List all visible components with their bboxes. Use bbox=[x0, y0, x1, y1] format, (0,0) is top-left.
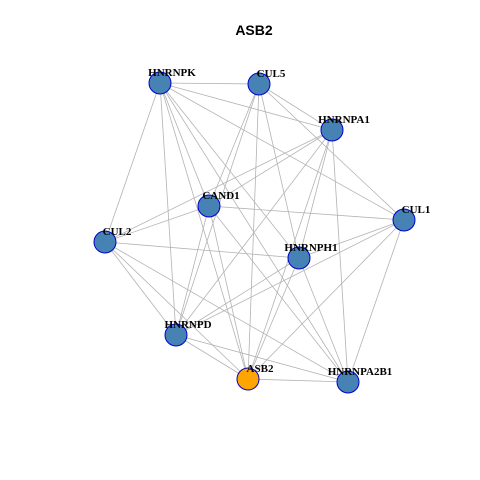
node-label-hnrnph1: HNRNPH1 bbox=[284, 242, 337, 254]
edge-cul2-hnrnpa2b1 bbox=[104, 241, 349, 383]
node-cul1[interactable] bbox=[392, 208, 416, 232]
edge-cul5-asb2 bbox=[247, 83, 260, 380]
edge-hnrnpd-asb2 bbox=[175, 334, 249, 380]
edge-hnrnpa1-hnrnpa2b1 bbox=[331, 129, 349, 383]
edge-asb2-hnrnpa2b1 bbox=[247, 378, 349, 383]
edge-hnrnpd-hnrnpa2b1 bbox=[175, 334, 349, 383]
edge-hnrnpk-cul1 bbox=[159, 82, 405, 221]
edge-hnrnpk-hnrnph1 bbox=[159, 82, 300, 259]
node-hnrnpk[interactable] bbox=[148, 71, 172, 95]
node-cul5[interactable] bbox=[247, 72, 271, 96]
graph-title: ASB2 bbox=[235, 22, 273, 38]
edge-cul5-hnrnpa1 bbox=[258, 83, 333, 131]
edge-cand1-hnrnpa2b1 bbox=[208, 205, 349, 383]
edge-cul2-hnrnpd bbox=[104, 241, 177, 336]
edge-cul1-hnrnph1 bbox=[298, 219, 405, 259]
label-layer: HNRNPK CUL5HNRNPA1CAND1CUL1CUL2HNRNPH1HNR… bbox=[103, 67, 431, 378]
edge-cand1-hnrnpd bbox=[175, 205, 210, 336]
node-label-cul5: CUL5 bbox=[257, 68, 286, 80]
edge-hnrnpk-hnrnpa1 bbox=[159, 82, 333, 131]
node-hnrnpa2b1[interactable] bbox=[336, 370, 360, 394]
edge-hnrnpa1-hnrnph1 bbox=[298, 129, 333, 259]
edge-hnrnpk-cand1 bbox=[159, 82, 210, 207]
edge-cul5-cul1 bbox=[258, 83, 405, 221]
edge-hnrnpa1-cand1 bbox=[208, 129, 333, 207]
edge-cul5-cand1 bbox=[208, 83, 260, 207]
edge-hnrnpk-cul5 bbox=[159, 82, 260, 85]
edge-hnrnpk-hnrnpd bbox=[159, 82, 177, 336]
edge-hnrnph1-hnrnpd bbox=[175, 257, 300, 336]
edge-cul1-hnrnpa2b1 bbox=[347, 219, 405, 383]
node-cand1[interactable] bbox=[197, 194, 221, 218]
edge-hnrnph1-hnrnpa2b1 bbox=[298, 257, 349, 383]
node-label-cul2: CUL2 bbox=[103, 226, 132, 238]
node-label-asb2: ASB2 bbox=[247, 363, 274, 375]
edge-cand1-cul1 bbox=[208, 205, 405, 221]
node-asb2[interactable] bbox=[236, 367, 260, 391]
node-label-cul1: CUL1 bbox=[402, 204, 431, 216]
edge-cul1-hnrnpd bbox=[175, 219, 405, 336]
edge-cul5-hnrnph1 bbox=[258, 83, 300, 259]
node-hnrnpa1[interactable] bbox=[320, 118, 344, 142]
edge-cul2-hnrnph1 bbox=[104, 241, 300, 259]
edge-hnrnph1-asb2 bbox=[247, 257, 300, 380]
node-layer bbox=[93, 71, 416, 394]
node-label-hnrnpa1: HNRNPA1 bbox=[318, 114, 370, 126]
edge-cand1-cul2 bbox=[104, 205, 210, 243]
node-label-hnrnpk: HNRNPK bbox=[148, 67, 196, 79]
node-hnrnpd[interactable] bbox=[164, 323, 188, 347]
edge-cand1-asb2 bbox=[208, 205, 249, 380]
edge-layer bbox=[104, 82, 405, 383]
node-label-hnrnpd: HNRNPD bbox=[164, 319, 211, 331]
edge-hnrnpk-asb2 bbox=[159, 82, 249, 380]
edge-cul1-asb2 bbox=[247, 219, 405, 380]
node-label-cand1: CAND1 bbox=[202, 190, 239, 202]
node-cul2[interactable] bbox=[93, 230, 117, 254]
node-hnrnph1[interactable] bbox=[287, 246, 311, 270]
edge-cul2-asb2 bbox=[104, 241, 249, 380]
edge-hnrnpa1-hnrnpd bbox=[175, 129, 333, 336]
node-label-hnrnpa2b1: HNRNPA2B1 bbox=[328, 366, 393, 378]
edge-hnrnpk-cul2 bbox=[104, 82, 161, 243]
edge-hnrnpa1-cul2 bbox=[104, 129, 333, 243]
